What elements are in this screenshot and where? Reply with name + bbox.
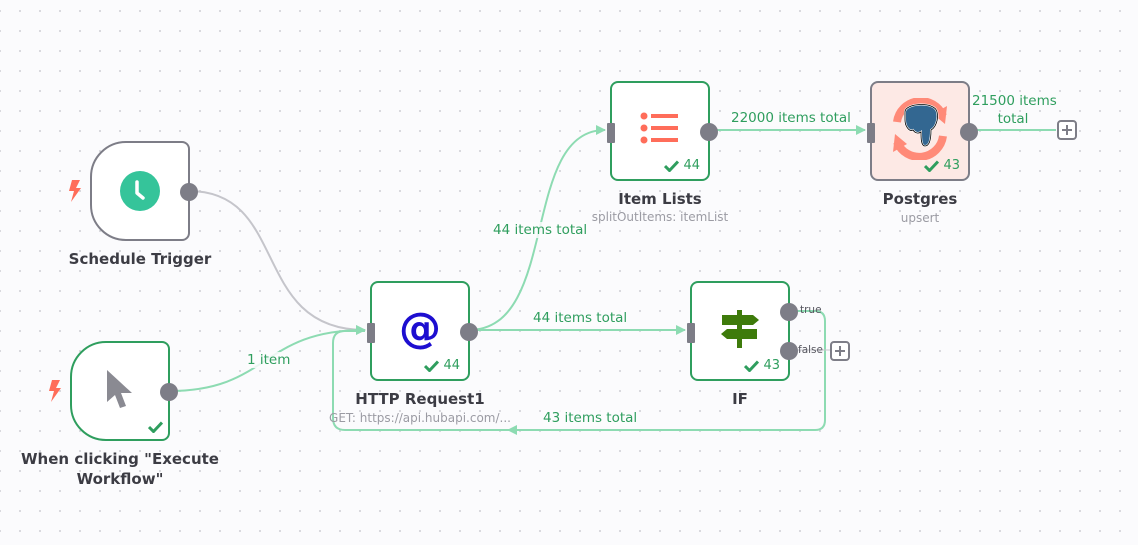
postgres-elephant-icon [893, 98, 947, 160]
run-count: 44 [443, 358, 460, 373]
edge-label-line: 21500 items [972, 93, 1057, 109]
input-port[interactable] [367, 323, 375, 343]
port-label-false: false [798, 344, 823, 356]
node-schedule-trigger[interactable] [90, 141, 198, 241]
plus-icon [1062, 125, 1072, 135]
node-label-http-request: HTTP Request1 [355, 390, 485, 408]
clock-icon [120, 171, 160, 211]
success-check-icon [424, 359, 440, 372]
output-port[interactable] [160, 383, 178, 401]
signpost-icon [721, 310, 759, 348]
add-node-button-false[interactable] [830, 341, 850, 361]
success-check-icon [924, 159, 940, 172]
cursor-icon [107, 370, 132, 408]
svg-text:@: @ [399, 306, 441, 350]
success-check-icon [664, 159, 680, 172]
port-label-true: true [800, 304, 822, 316]
output-port-true[interactable] [780, 303, 798, 321]
edge-label-itemlists-to-postgres: 22000 items total [731, 110, 851, 126]
add-node-button[interactable] [1057, 120, 1077, 140]
node-label-schedule-trigger: Schedule Trigger [68, 250, 212, 268]
output-port-false[interactable] [780, 342, 798, 360]
edge-label-line: total [997, 111, 1029, 127]
node-if[interactable]: 43 [687, 281, 798, 381]
node-manual-trigger[interactable] [70, 341, 178, 441]
list-icon [640, 112, 678, 144]
edge-label-postgres-out: 21500 items total [972, 92, 1057, 128]
node-item-lists[interactable]: 44 [607, 81, 718, 181]
node-label-manual-trigger: When clicking "Execute Workflow" [21, 450, 219, 488]
input-port[interactable] [687, 323, 695, 343]
output-port[interactable] [700, 123, 718, 141]
run-count: 43 [763, 358, 780, 373]
output-port[interactable] [180, 183, 198, 201]
node-label-if: IF [732, 390, 748, 408]
node-subtitle-http-request: GET: https://api.hubapi.com/... [329, 411, 511, 425]
output-port[interactable] [460, 323, 478, 341]
at-icon: @ [399, 306, 441, 350]
edge-label-http-to-if: 44 items total [533, 310, 628, 326]
output-port[interactable] [960, 123, 978, 141]
run-count-badge: 44 [664, 158, 700, 173]
node-subtitle-postgres: upsert [900, 211, 940, 225]
edge-label-http-to-itemlists: 44 items total [493, 222, 588, 238]
success-check-icon [148, 421, 163, 433]
plus-icon [835, 346, 845, 356]
edge-label-manual-to-http: 1 item [247, 352, 291, 368]
edge-label-if-to-http: 43 items total [543, 410, 638, 426]
run-count-badge: 44 [424, 358, 460, 373]
run-count: 43 [943, 158, 960, 173]
node-subtitle-item-lists: splitOutItems: itemList [591, 210, 729, 224]
node-http-request[interactable]: @ 44 [367, 281, 478, 381]
input-port[interactable] [607, 123, 615, 143]
success-check-icon [744, 359, 760, 372]
input-port[interactable] [867, 123, 875, 143]
run-count: 44 [683, 158, 700, 173]
node-label-postgres: Postgres [882, 190, 958, 208]
run-count-badge: 43 [924, 158, 960, 173]
trigger-bolt-icon [49, 380, 61, 402]
node-postgres[interactable]: 43 [867, 81, 978, 181]
run-count-badge: 43 [744, 358, 780, 373]
node-label-item-lists: Item Lists [618, 190, 702, 208]
trigger-bolt-icon [69, 180, 81, 202]
